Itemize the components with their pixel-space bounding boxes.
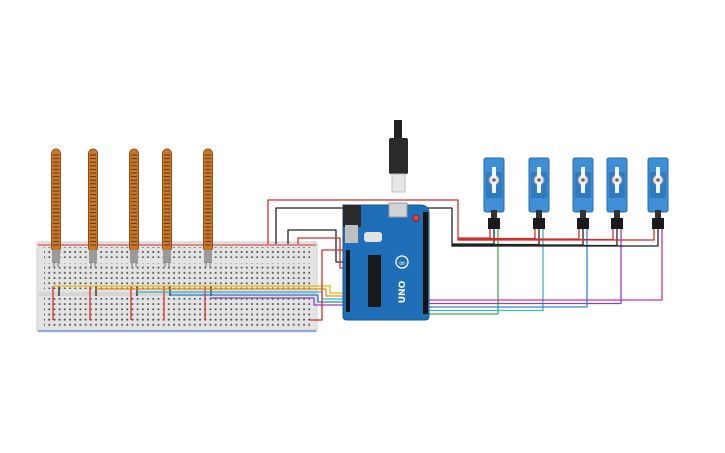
servo-motor-icon[interactable]	[483, 157, 505, 229]
sense-wire[interactable]	[95, 288, 346, 297]
voltage-regulator	[345, 225, 358, 243]
ground-wire[interactable]	[287, 229, 346, 263]
board-brand-label: UNO	[398, 280, 408, 303]
flex-sensor-group	[51, 148, 213, 267]
servo-motor-icon[interactable]	[606, 157, 628, 229]
servo-ground-wire[interactable]	[452, 228, 659, 247]
servo-ground-wire[interactable]	[452, 228, 584, 246]
servo-signal-wire[interactable]	[429, 228, 544, 312]
servo-motor-icon[interactable]	[528, 157, 550, 229]
servo-signal-wire[interactable]	[429, 228, 499, 315]
power-wire[interactable]	[297, 237, 346, 269]
servo-ground-wire[interactable]	[452, 228, 540, 246]
flex-sensor-icon[interactable]	[162, 148, 172, 267]
sense-wire[interactable]	[170, 294, 346, 303]
breadboard[interactable]	[36, 241, 318, 333]
power-analog-header	[346, 250, 350, 312]
power-jack	[343, 205, 361, 227]
arduino-logo-glyph: ∞	[399, 259, 406, 268]
usb-port	[388, 202, 408, 218]
digital-header	[423, 212, 428, 314]
crystal	[364, 232, 382, 242]
arduino-logo-icon	[395, 255, 409, 269]
servo-power-wire[interactable]	[458, 228, 536, 240]
servo-signal-wire[interactable]	[429, 228, 622, 305]
flex-sensor-icon[interactable]	[203, 148, 213, 267]
arduino-uno-board[interactable]: ∞ UNO	[342, 202, 430, 321]
servo-power-wire[interactable]	[458, 228, 491, 239]
servo-signal-wire[interactable]	[429, 228, 588, 308]
reset-button[interactable]	[412, 214, 420, 222]
servo-signal-wire[interactable]	[429, 228, 663, 301]
servo-group	[483, 157, 669, 229]
usb-connector-icon	[389, 120, 408, 193]
flex-sensor-icon[interactable]	[88, 148, 98, 267]
atmega-chip	[368, 255, 381, 307]
wires	[52, 199, 663, 321]
servo-motor-icon[interactable]	[572, 157, 594, 229]
power-wire[interactable]	[310, 249, 346, 321]
servo-power-wire[interactable]	[458, 228, 655, 241]
sense-wire[interactable]	[53, 285, 346, 294]
servo-motor-icon[interactable]	[647, 157, 669, 229]
flex-sensor-icon[interactable]	[51, 148, 61, 267]
sense-wire[interactable]	[210, 297, 346, 306]
flex-sensor-icon[interactable]	[129, 148, 139, 267]
